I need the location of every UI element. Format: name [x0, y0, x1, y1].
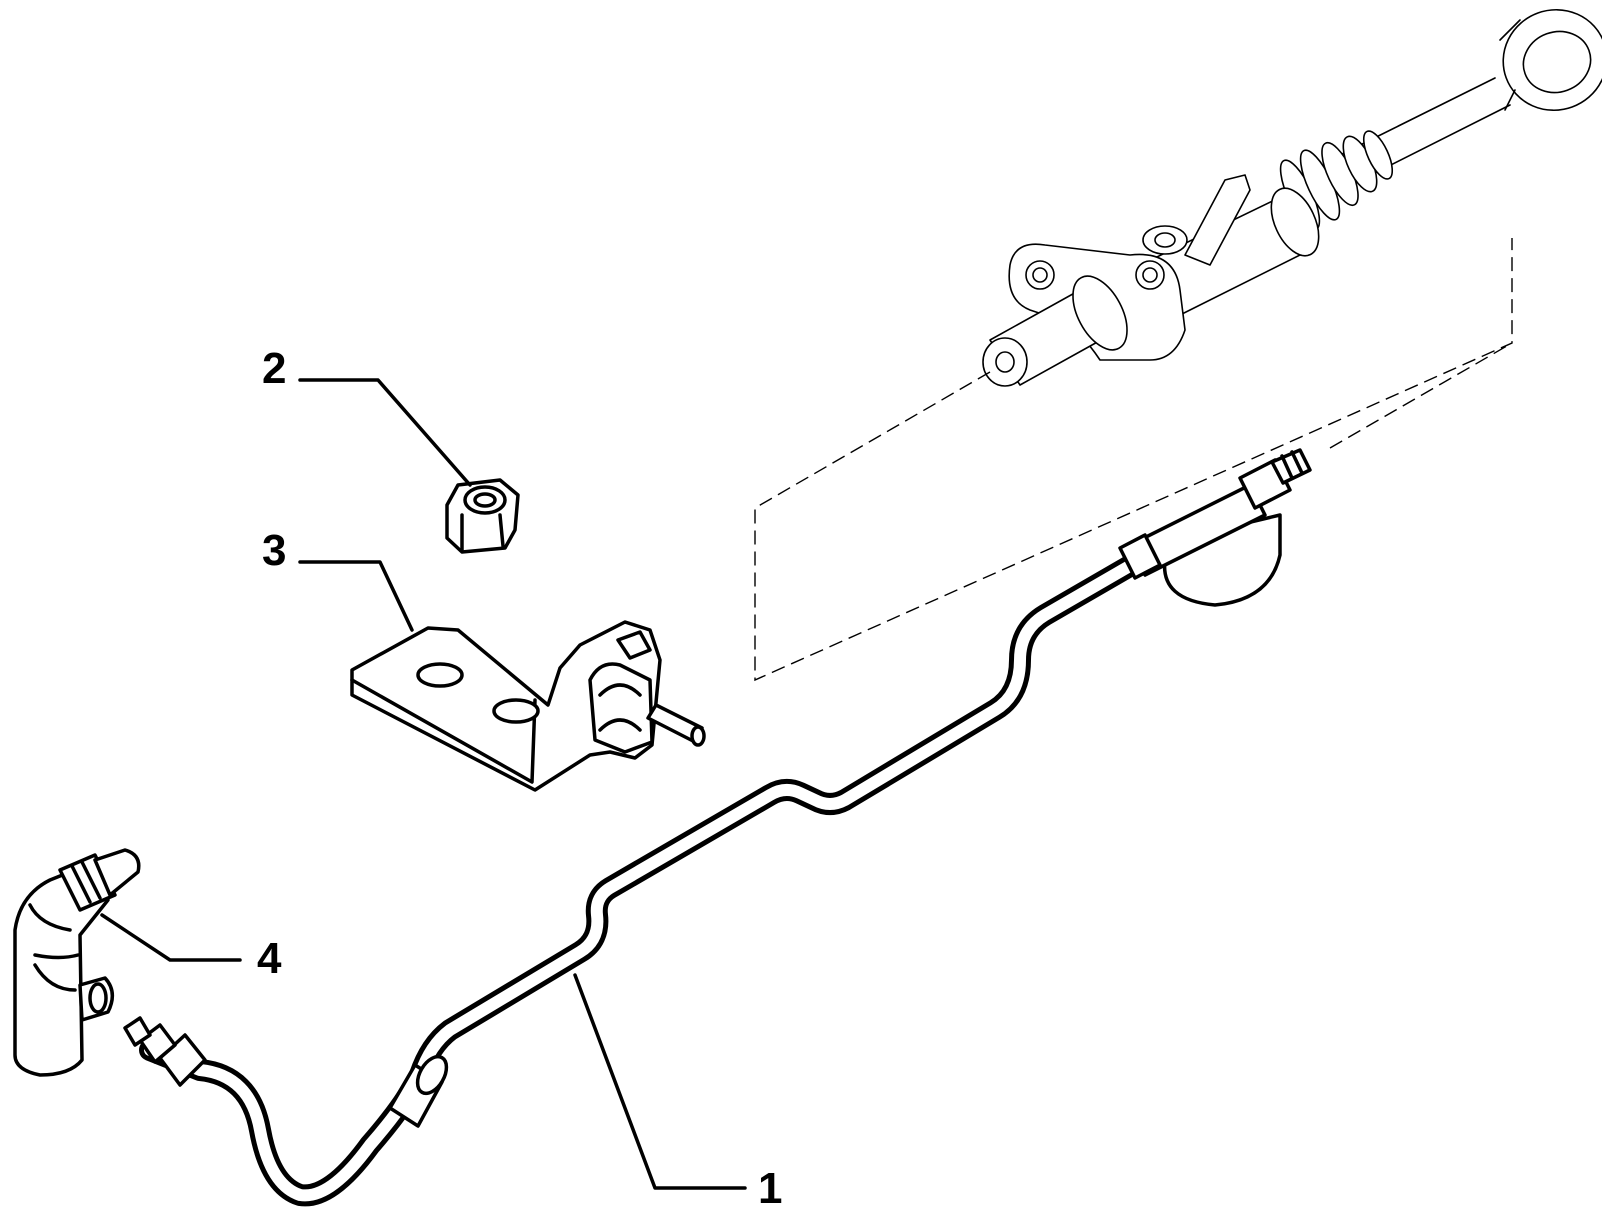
- callout-leader-1: [573, 973, 747, 1190]
- callout-label-1: 1: [758, 1164, 782, 1213]
- callout-label-3: 3: [262, 526, 286, 575]
- clutch-master-cylinder: [982, 8, 1602, 387]
- bracket: [350, 620, 706, 792]
- elbow-connector: [13, 848, 141, 1077]
- callout-leader-2: [298, 378, 472, 487]
- assembly-guide-lines: [754, 238, 1513, 682]
- callout-label-4: 4: [257, 934, 282, 983]
- callout-leader-4: [100, 913, 242, 962]
- pipe-upper-fitting: [1118, 448, 1312, 607]
- callout-label-2: 2: [262, 344, 286, 393]
- nut: [445, 478, 520, 554]
- hydraulic-pipe: [123, 549, 1151, 1207]
- callout-leader-3: [298, 560, 414, 632]
